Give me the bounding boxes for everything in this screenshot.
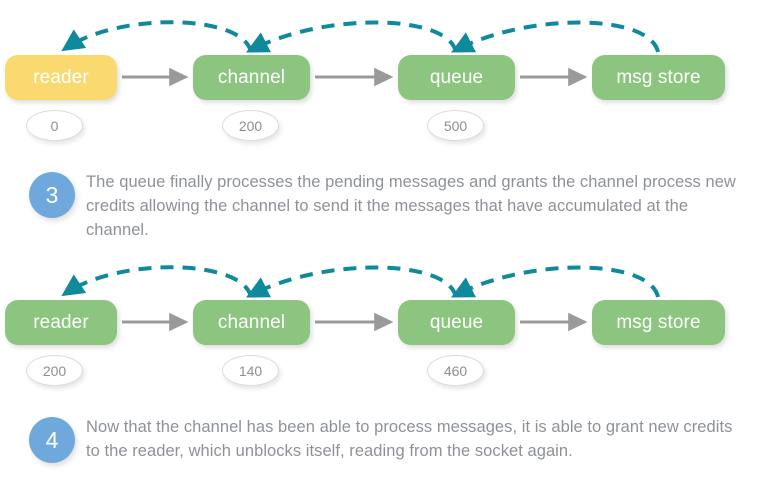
credit-value: 200 (238, 117, 263, 134)
node-msg-store[interactable]: msg store (592, 300, 725, 345)
step-number: 4 (45, 426, 59, 453)
credit-value: 460 (443, 362, 468, 379)
node-label: msg store (616, 66, 701, 88)
credit-badge-channel: 140 (222, 355, 279, 386)
step-4: 4 Now that the channel has been able to … (0, 415, 769, 463)
credit-badge-reader: 200 (26, 355, 83, 386)
credit-arrow-channel-to-reader (61, 265, 253, 298)
credit-badge-queue: 500 (427, 110, 484, 141)
step-number-circle: 3 (29, 172, 75, 218)
node-msg-store[interactable]: msg store (592, 55, 725, 100)
credit-value: 0 (50, 117, 59, 134)
node-label: reader (33, 311, 89, 333)
diagram-state-4: reader channel queue msg store 200 140 4… (0, 248, 769, 398)
node-channel[interactable]: channel (193, 55, 310, 100)
credit-arrow-queue-to-channel (246, 20, 458, 53)
step-number-circle: 4 (29, 417, 75, 463)
node-channel[interactable]: channel (193, 300, 310, 345)
credit-badge-channel: 200 (222, 110, 279, 141)
credit-badge-reader: 0 (26, 110, 83, 141)
credit-value: 140 (238, 362, 263, 379)
node-queue[interactable]: queue (398, 300, 515, 345)
node-label: channel (217, 66, 286, 88)
credit-value: 500 (443, 117, 468, 134)
credit-value: 200 (42, 362, 67, 379)
node-reader[interactable]: reader (5, 55, 117, 100)
step-description: Now that the channel has been able to pr… (86, 418, 733, 460)
node-label: reader (33, 66, 89, 88)
node-label: queue (429, 311, 484, 333)
credit-arrow-channel-to-reader (61, 20, 253, 53)
diagram-state-3: reader channel queue msg store 0 200 500 (0, 0, 769, 150)
step-number: 3 (45, 181, 59, 208)
credit-badge-queue: 460 (427, 355, 484, 386)
node-label: queue (429, 66, 484, 88)
node-label: channel (217, 311, 286, 333)
node-reader[interactable]: reader (5, 300, 117, 345)
credit-arrow-msg-store-to-queue (451, 265, 660, 298)
credit-arrow-msg-store-to-queue (451, 20, 660, 53)
step-3: 3 The queue finally processes the pendin… (0, 170, 769, 242)
node-label: msg store (616, 311, 701, 333)
node-queue[interactable]: queue (398, 55, 515, 100)
step-description: The queue finally processes the pending … (86, 173, 736, 239)
credit-arrow-queue-to-channel (246, 265, 458, 298)
